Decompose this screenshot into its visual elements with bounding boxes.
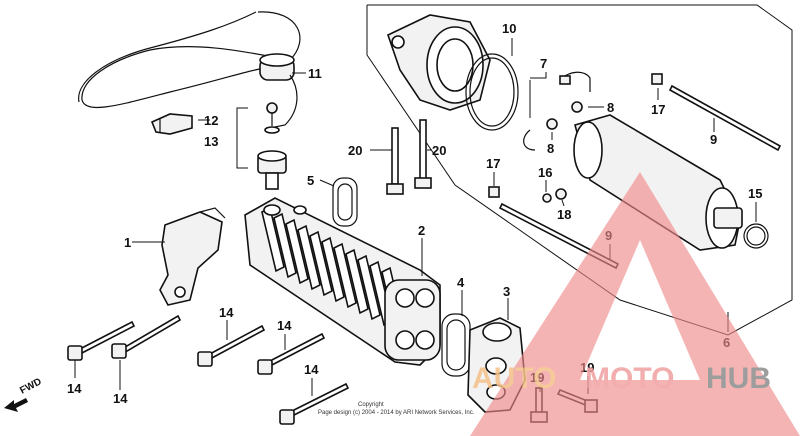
watermark: AUTO MOTO HUB [470,172,800,436]
part-14-bolt-b[interactable] [111,314,182,359]
copyright-line-1: Copyright [358,402,384,408]
label-part-14c: 14 [219,305,234,320]
copyright-line-2: Page design (c) 2004 - 2014 by ARI Netwo… [318,410,475,416]
label-part-20b: 20 [432,143,446,158]
part-7-wire-set[interactable] [523,71,591,151]
starter-motor-body[interactable] [573,114,743,251]
part-1-bracket[interactable] [159,207,226,306]
cooling-fin [297,224,321,291]
part-18-screw[interactable] [555,188,567,200]
part-13-switch-upper[interactable] [264,102,280,134]
label-part-14e: 14 [304,362,319,377]
label-part-11: 11 [308,66,322,81]
part-5-o-ring[interactable] [332,177,358,227]
part-14-bolt-d[interactable] [257,332,326,375]
watermark-triangle-icon [470,172,800,436]
cooling-fin [345,248,369,315]
part-20-bolt-b[interactable] [414,119,432,189]
part-13-pressure-switch[interactable] [257,150,287,190]
part-8-screw-a[interactable] [571,101,583,113]
label-part-5: 5 [307,173,314,188]
label-part-4: 4 [457,275,465,290]
part-2-finned-housing[interactable] [244,197,441,366]
cooling-fin [333,242,357,309]
fwd-label: FWD [18,376,43,396]
part-10-o-ring[interactable] [465,53,519,131]
label-part-20a: 20 [348,143,362,158]
part-9-through-bolt-a[interactable] [668,84,782,152]
part-20-bolt-a[interactable] [386,127,404,195]
part-17-nut-a[interactable] [651,73,663,85]
part-8-screw-b[interactable] [546,118,558,130]
part-11-wire-harness[interactable] [78,11,301,129]
label-part-7: 7 [540,56,547,71]
label-part-8a: 8 [607,100,614,115]
cooling-fin [309,230,333,297]
forward-direction-indicator: FWD [4,376,44,412]
part-16-washer[interactable] [542,193,552,203]
watermark-moto: MOTO [585,362,674,395]
watermark-auto: AUTO [472,362,556,395]
label-part-8b: 8 [547,141,554,156]
part-13-bracket-line [236,107,248,169]
part-14-bolt-a[interactable] [67,320,136,361]
label-part-10: 10 [502,21,516,36]
watermark-hub: HUB [706,362,771,395]
label-part-1: 1 [124,235,131,250]
fwd-arrow-icon [4,398,28,412]
cooling-fin [321,236,345,303]
label-part-16: 16 [538,165,552,180]
label-part-13: 13 [204,134,218,149]
label-part-18: 18 [557,207,571,222]
part-7-leader [530,72,547,79]
cooling-fin [357,254,381,321]
label-part-9a: 9 [710,132,717,147]
part-4-gasket[interactable] [441,313,471,377]
label-part-17b: 17 [486,156,500,171]
part-14-bolt-c[interactable] [197,324,266,367]
part-17-nut-b[interactable] [488,186,500,198]
part-12-wire-clip[interactable] [150,113,193,135]
label-part-14b: 14 [113,391,128,406]
part-14-bolt-e[interactable] [279,382,350,425]
label-part-14d: 14 [277,318,292,333]
part-10-gear-housing[interactable] [387,14,491,111]
part-15-o-ring[interactable] [743,223,769,249]
cooling-fin [273,212,297,279]
label-part-2: 2 [418,223,425,238]
label-part-12: 12 [204,113,218,128]
label-part-17a: 17 [651,102,665,117]
label-part-3: 3 [503,284,510,299]
label-part-14a: 14 [67,381,82,396]
label-part-15: 15 [748,186,762,201]
cooling-fin [285,218,309,285]
